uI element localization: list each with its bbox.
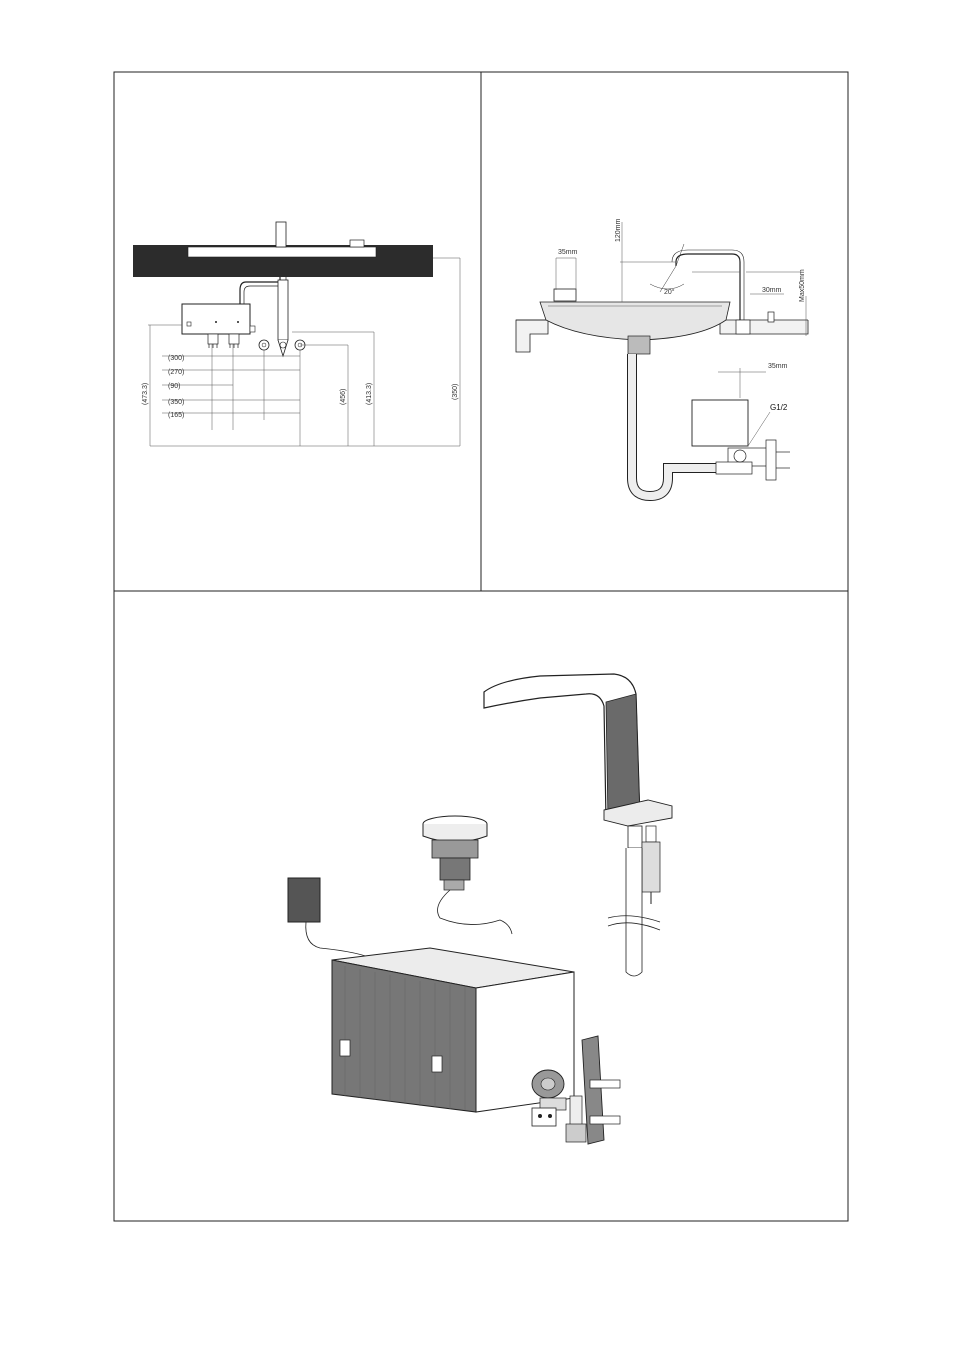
box-valves <box>208 334 239 348</box>
drain-button-top <box>554 289 576 301</box>
popup-drain <box>423 816 512 934</box>
label-max50mm: Max50mm <box>799 269 806 302</box>
panel-top-right-front-section: 35mm 120mm 20° 30mm Max50mm 35mm G1/2 <box>516 218 808 496</box>
dim-413-3: (413.3) <box>366 383 373 405</box>
dim-90: (90) <box>168 383 180 390</box>
basin-cutout <box>188 247 376 257</box>
dim-473-3: (473.3) <box>142 383 149 405</box>
label-20-degree: 20° <box>664 288 675 296</box>
supply-pipe <box>240 277 280 305</box>
drain-pipe <box>278 280 288 340</box>
drain-neck <box>628 336 650 354</box>
panel-bottom-exploded-view <box>288 674 672 1144</box>
label-35mm-top: 35mm <box>558 249 578 256</box>
faucet-spout <box>484 674 672 976</box>
dimension-lines-left <box>148 258 460 446</box>
control-box-right <box>692 400 748 446</box>
label-120mm: 120mm <box>615 218 622 242</box>
label-30mm: 30mm <box>762 287 782 294</box>
battery-pack <box>288 878 376 960</box>
dim-270: (270) <box>168 369 184 376</box>
dim-350: (350) <box>168 399 184 406</box>
panel-top-left-side-section: (300) (270) (90) (350) (165) (473.3) (45… <box>133 222 460 446</box>
faucet-spout-stub <box>276 222 286 247</box>
dim-300: (300) <box>168 355 184 362</box>
label-g1-2: G1/2 <box>770 403 788 412</box>
angle-valve-left <box>259 340 269 350</box>
label-35mm-bottom: 35mm <box>768 363 788 370</box>
drain-button <box>350 240 364 247</box>
basin-bowl <box>540 302 730 340</box>
control-box <box>182 304 250 334</box>
dim-456: (456) <box>340 389 347 405</box>
dim-165: (165) <box>168 412 184 419</box>
dim-350-vertical: (350) <box>452 384 459 400</box>
